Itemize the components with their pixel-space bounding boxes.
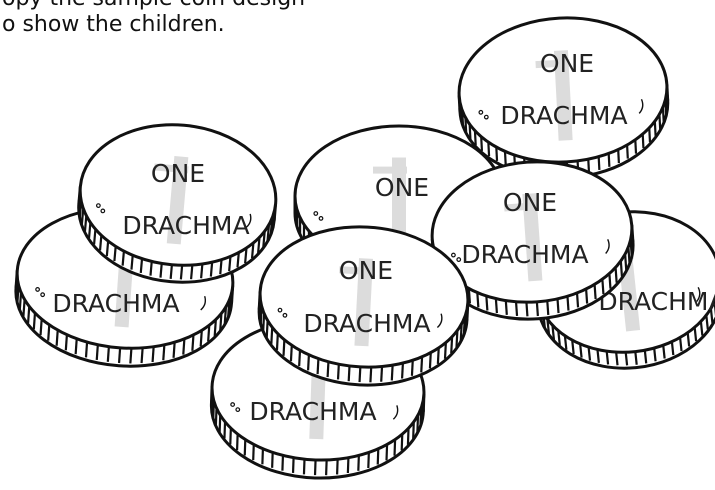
coin-label-one: ONE: [540, 49, 594, 78]
instruction-text: opy the sample coin design o show the ch…: [0, 0, 715, 38]
instruction-line-2: o show the children.: [2, 12, 225, 37]
coin-label-one: ONE: [151, 159, 205, 188]
coin-label-one: ONE: [503, 188, 557, 217]
cross-motif-bar: [339, 266, 374, 276]
instruction-line-1: opy the sample coin design: [0, 0, 715, 12]
cross-motif-bar: [154, 163, 189, 174]
cross-motif: [522, 193, 543, 282]
coin-label-drachma: DRACHMA: [500, 101, 627, 130]
coin-left: ONE DRACHMA: [77, 123, 278, 284]
cross-motif: [553, 50, 573, 141]
cross-motif: [354, 258, 374, 347]
cross-motif: [392, 157, 406, 245]
reeded-edge: [210, 395, 425, 476]
cross-motif-bar: [535, 59, 570, 69]
cross-motif: [166, 156, 189, 245]
reeded-edge: [15, 279, 233, 364]
reeded-edge: [258, 300, 468, 383]
coin-label-drachma: DRACHMA: [52, 289, 179, 318]
coin-top-right: ONE DRACHMA: [457, 16, 670, 180]
coin-label-drachma: DRACHMA: [249, 397, 376, 426]
cross-motif-bar: [373, 166, 407, 174]
coin-right-middle: ONE DRACHMA: [430, 160, 635, 321]
coin-label-drachma: DRACHMA: [303, 309, 430, 338]
coin-label-drachma: DRACHMA: [122, 211, 249, 240]
cross-motif-bar: [504, 202, 539, 212]
coin-label-drachma: DRACHMA: [461, 240, 588, 269]
coin-label-one: ONE: [339, 256, 393, 285]
coin-label-drachma: DRACHMA: [598, 287, 715, 316]
coin-label-one: ONE: [375, 173, 429, 202]
coin-front: ONE DRACHMA: [257, 225, 470, 387]
